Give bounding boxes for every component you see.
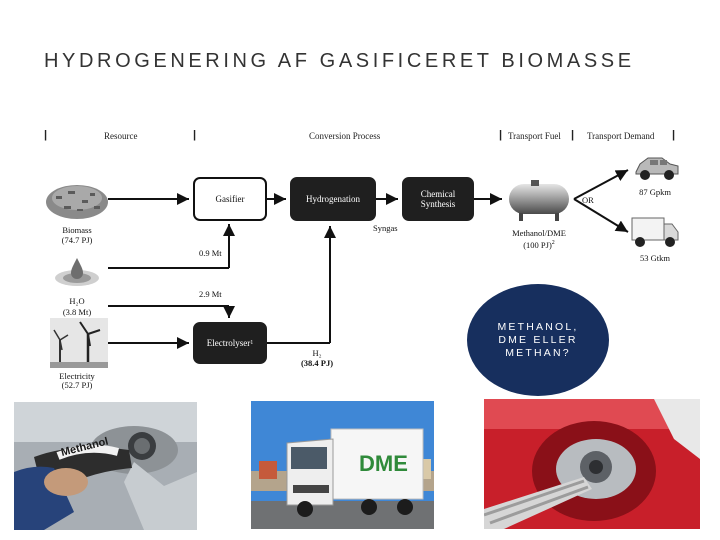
water-label: H₂O	[69, 296, 85, 306]
callout-text: METHANOL, DME ELLER METHAN?	[497, 320, 579, 359]
electrolyser-footnote-mark: 1	[250, 340, 254, 346]
truck-icon	[631, 217, 679, 247]
hydrogenation-box: Hydrogenation	[290, 177, 376, 221]
slide-title: HYDROGENERING AF GASIFICERET BIOMASSE	[44, 50, 635, 72]
header-separator: |	[499, 129, 503, 141]
question-callout: METHANOL, DME ELLER METHAN?	[467, 284, 609, 396]
truck-dme-logo: DME	[359, 451, 408, 476]
electrolyser-label: Electrolyser	[206, 338, 251, 348]
header-transport-fuel: Transport Fuel	[508, 131, 561, 141]
header-resource: Resource	[104, 131, 138, 141]
header-separator: |	[193, 129, 197, 141]
car-icon	[635, 157, 679, 180]
gasifier-box: Gasifier	[193, 177, 267, 221]
fuel-value: (100 PJ)2	[500, 238, 578, 250]
arrow-fuel-car	[573, 169, 629, 200]
wind-turbine-icon	[50, 318, 108, 368]
fuel-tank-icon	[509, 180, 569, 221]
flow-label-h2: H₂	[312, 348, 322, 358]
fuel-value-text: (100 PJ)	[523, 239, 552, 250]
flow-label-water-gasifier: 0.9 Mt	[199, 248, 222, 258]
header-separator: |	[44, 129, 48, 141]
gas-fueling-photo	[484, 399, 700, 529]
header-conversion: Conversion Process	[309, 131, 381, 141]
electricity-label: Electricity	[59, 371, 95, 381]
car-demand-label: 87 Gpkm	[639, 187, 671, 197]
electricity-value: (52.7 PJ)	[61, 380, 93, 390]
header-separator: |	[571, 129, 575, 141]
dme-truck-photo: DME	[251, 401, 434, 529]
or-label: OR	[582, 195, 594, 205]
flow-label-h2-value: (38.4 PJ)	[300, 358, 334, 368]
water-value: (3.8 Mt)	[62, 307, 92, 317]
fuel-footnote-mark: 2	[551, 240, 555, 246]
flow-label-syngas: Syngas	[373, 223, 398, 233]
fuel-label: Methanol/DME	[512, 228, 566, 238]
biomass-label: Biomass	[62, 225, 92, 235]
biomass-value: (74.7 PJ)	[61, 235, 93, 245]
header-separator: |	[672, 129, 676, 141]
header-transport-demand: Transport Demand	[587, 131, 655, 141]
arrow-fuel-truck	[573, 198, 629, 233]
biomass-icon	[46, 185, 108, 219]
chemical-synthesis-box: Chemical Synthesis	[402, 177, 474, 221]
flow-label-water-electrolyser: 2.9 Mt	[199, 289, 222, 299]
methanol-pump-photo: Methanol	[14, 402, 197, 530]
truck-demand-label: 53 Gtkm	[640, 253, 670, 263]
water-drop-icon	[55, 258, 99, 286]
